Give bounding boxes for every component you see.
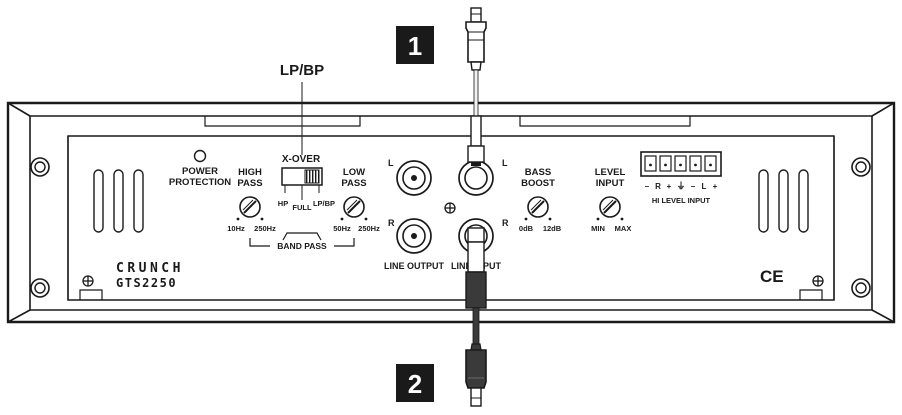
mount-hole-bottom-right <box>851 278 871 298</box>
pin-label: L <box>702 182 707 191</box>
power-protection-led <box>193 149 207 163</box>
level-input-knob[interactable] <box>599 196 621 218</box>
pin-label: + <box>667 182 672 191</box>
high-pass-label-1: HIGH <box>238 167 262 178</box>
xover-full-label: FULL <box>292 203 312 212</box>
badge-1 <box>396 26 434 64</box>
low-pass-knob[interactable] <box>343 196 365 218</box>
cable-1 <box>467 69 485 166</box>
bass-boost-label-1: BASS <box>525 167 551 178</box>
scale-dot <box>620 217 624 221</box>
line-input-left-jack[interactable] <box>458 160 494 196</box>
power-protection-label-2: PROTECTION <box>169 177 231 188</box>
level-input-max-label: MAX <box>615 224 632 233</box>
badge-2-number: 2 <box>408 369 422 399</box>
xover-label: X-OVER <box>282 154 321 165</box>
scale-dot <box>596 217 600 221</box>
scale-dot <box>548 217 552 221</box>
mount-hole-top-left <box>30 157 50 177</box>
scale-dot <box>236 217 240 221</box>
high-pass-max-label: 250Hz <box>254 224 276 233</box>
mount-hole-top-right <box>851 157 871 177</box>
xover-hp-label: HP <box>278 199 288 208</box>
high-pass-knob[interactable] <box>239 196 261 218</box>
high-pass-min-label: 10Hz <box>227 224 245 233</box>
pin-label: R <box>655 182 661 191</box>
xover-lpbp-label: LP/BP <box>313 199 335 208</box>
scale-dot <box>260 217 264 221</box>
band-pass-label: BAND PASS <box>277 241 327 251</box>
line-output-left-jack[interactable] <box>396 160 432 196</box>
mount-hole-bottom-left <box>30 278 50 298</box>
rca-plug-2 <box>465 343 487 407</box>
bass-boost-label-2: BOOST <box>521 178 555 189</box>
screw-icon <box>444 202 456 214</box>
cable-2 <box>465 227 487 345</box>
screw-icon <box>82 275 94 287</box>
low-pass-max-label: 250Hz <box>358 224 380 233</box>
model-name: GTS2250 <box>116 276 177 290</box>
scale-dot <box>340 217 344 221</box>
power-protection-label-1: POWER <box>182 166 218 177</box>
mounting-holes <box>30 157 871 298</box>
hi-level-pin-labels: – R + ⏚ – L + <box>645 181 718 191</box>
low-pass-label-2: PASS <box>341 178 366 189</box>
brand-name: CRUNCH <box>116 261 184 276</box>
scale-dot <box>364 217 368 221</box>
bass-boost-knob[interactable] <box>527 196 549 218</box>
line-input-r-label: R <box>502 218 509 228</box>
pin-label: – <box>691 182 696 191</box>
low-pass-label-1: LOW <box>343 167 365 178</box>
scale-dot <box>524 217 528 221</box>
xover-switch[interactable] <box>281 167 323 186</box>
rca-plug-1 <box>465 7 487 71</box>
low-pass-min-label: 50Hz <box>333 224 351 233</box>
badge-1-number: 1 <box>408 31 422 61</box>
ground-icon: ⏚ <box>676 181 685 191</box>
ce-mark: CE <box>760 267 784 286</box>
level-input-label-1: LEVEL <box>595 167 626 178</box>
line-output-r-label: R <box>388 218 395 228</box>
level-input-label-2: INPUT <box>596 178 625 189</box>
level-input-min-label: MIN <box>591 224 605 233</box>
vent-slots-left <box>93 169 144 233</box>
vent-slots-right <box>758 169 809 233</box>
hi-level-input-terminal[interactable] <box>640 151 722 177</box>
pin-label: + <box>713 182 718 191</box>
lp-bp-callout-label: LP/BP <box>280 62 324 79</box>
high-pass-label-2: PASS <box>237 178 262 189</box>
screws <box>82 202 824 287</box>
pin-label: – <box>645 182 650 191</box>
line-output-label: LINE OUTPUT <box>384 261 445 271</box>
line-output-right-jack[interactable] <box>396 218 432 254</box>
line-input-l-label: L <box>502 158 508 168</box>
badge-2 <box>396 364 434 402</box>
bass-boost-min-label: 0dB <box>519 224 534 233</box>
line-output-l-label: L <box>388 158 394 168</box>
bass-boost-max-label: 12dB <box>543 224 562 233</box>
band-pass-bracket <box>249 232 355 247</box>
hi-level-input-label: HI LEVEL INPUT <box>652 196 711 205</box>
screw-icon <box>812 275 824 287</box>
